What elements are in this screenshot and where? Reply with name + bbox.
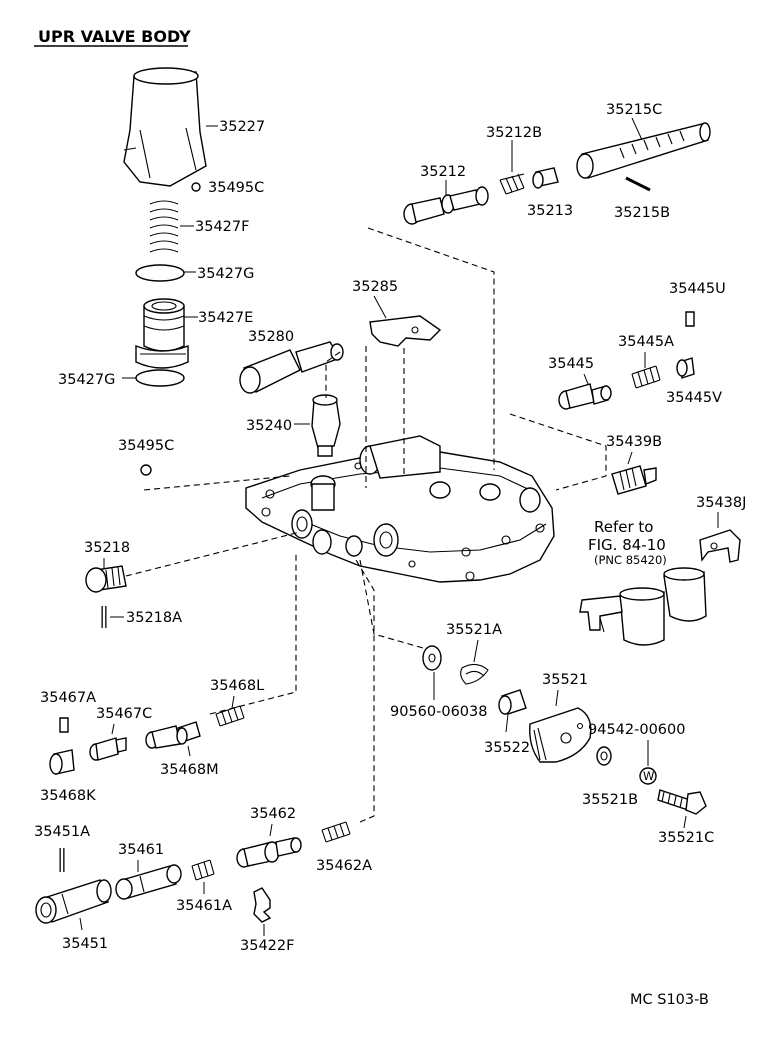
label-35280: 35280: [248, 329, 294, 345]
label-35212: 35212: [420, 164, 466, 180]
part-35215c-sleeve: [576, 122, 711, 179]
label-35227: 35227: [219, 119, 265, 135]
part-35227-cover: [123, 67, 207, 187]
part-35495c-ball-top: [191, 182, 201, 192]
part-35467a-pin: [59, 717, 69, 733]
label-94542-00600: 94542-00600: [588, 722, 686, 738]
label-35427f: 35427F: [195, 219, 249, 235]
part-35522-collar: [498, 689, 527, 715]
part-35521b-washer: [596, 746, 612, 766]
part-35521c-bolt: [657, 789, 707, 815]
label-35462a: 35462A: [316, 858, 372, 874]
washer-mark: W: [643, 769, 654, 783]
label-35439b: 35439B: [606, 434, 662, 450]
label-35215c: 35215C: [606, 102, 662, 118]
part-35468l-spring: [215, 705, 245, 727]
label-35422f: 35422F: [240, 938, 294, 954]
part-35521a-spring: [460, 663, 489, 685]
label-35427g-top: 35427G: [197, 266, 254, 282]
part-35462a-spring: [321, 821, 351, 843]
part-94542-washer: [639, 767, 657, 785]
part-35468k-sleeve: [49, 749, 75, 775]
refer-note-line1: Refer to: [594, 518, 653, 536]
label-35218: 35218: [84, 540, 130, 556]
label-35521c: 35521C: [658, 830, 714, 846]
part-35212b-spring: [499, 173, 525, 195]
part-35438j-clip: [699, 529, 741, 563]
part-solenoid-assembly-ref: [579, 567, 707, 646]
refer-note-line2: FIG. 84-10: [588, 536, 666, 554]
part-35215b-pin: [625, 176, 651, 192]
label-35461: 35461: [118, 842, 164, 858]
assembly-guide-lines: [125, 227, 607, 823]
part-35427g-oring-top: [135, 264, 185, 282]
label-35427e: 35427E: [198, 310, 253, 326]
label-35521: 35521: [542, 672, 588, 688]
label-35451: 35451: [62, 936, 108, 952]
label-90560-06038: 90560-06038: [390, 704, 488, 720]
part-35213-plug: [532, 167, 559, 189]
part-35240-solenoid: [311, 394, 341, 457]
label-35467c: 35467C: [96, 706, 152, 722]
label-35521b: 35521B: [582, 792, 638, 808]
part-35462-valve: [236, 837, 302, 868]
label-35451a: 35451A: [34, 824, 90, 840]
label-35427g-bot: 35427G: [58, 372, 115, 388]
figure-code: MC S103-B: [630, 992, 709, 1008]
part-90560-washer: [422, 645, 442, 671]
part-35427f-spring: [149, 200, 179, 253]
diagram-title: UPR VALVE BODY: [38, 27, 191, 46]
part-35445u-pin: [685, 311, 695, 327]
label-35461a: 35461A: [176, 898, 232, 914]
label-35445a: 35445A: [618, 334, 674, 350]
label-35445v: 35445V: [666, 390, 722, 406]
label-35462: 35462: [250, 806, 296, 822]
part-35285-bracket: [369, 315, 442, 347]
part-35461a-spring: [191, 859, 215, 881]
part-upper-valve-body: [245, 435, 555, 583]
label-35438j: 35438J: [696, 495, 746, 511]
label-35521a: 35521A: [446, 622, 502, 638]
label-35468k: 35468K: [40, 788, 96, 804]
part-35427e-sleeve: [135, 298, 189, 369]
part-35521-detent-plate: [529, 707, 592, 763]
part-35280-accumulator: [239, 341, 344, 394]
part-35445v-plug: [676, 357, 695, 379]
label-35495c-mid: 35495C: [118, 438, 174, 454]
part-35439b-plug: [611, 465, 657, 495]
part-35212-valve: [403, 186, 489, 225]
label-35522: 35522: [484, 740, 530, 756]
label-35213: 35213: [527, 203, 573, 219]
part-35445a-spring: [631, 365, 661, 389]
label-35495c-top: 35495C: [208, 180, 264, 196]
refer-note-line3: (PNC 85420): [594, 553, 667, 567]
label-35285: 35285: [352, 279, 398, 295]
part-35422f-retainer: [253, 887, 272, 923]
label-35215b: 35215B: [614, 205, 670, 221]
part-35451-sleeve: [35, 879, 112, 924]
label-35468m: 35468M: [160, 762, 219, 778]
part-35495c-ball-mid: [140, 464, 152, 476]
label-35212b: 35212B: [486, 125, 542, 141]
label-35218a: 35218A: [126, 610, 182, 626]
label-35467a: 35467A: [40, 690, 96, 706]
part-35468m-valve: [145, 721, 201, 749]
label-35445u: 35445U: [669, 281, 726, 297]
part-35461-valve: [115, 864, 182, 900]
label-35445: 35445: [548, 356, 594, 372]
label-35468l: 35468L: [210, 678, 264, 694]
label-35240: 35240: [246, 418, 292, 434]
part-35427g-oring-bot: [135, 369, 185, 387]
part-35218-plug: [85, 565, 127, 593]
part-35445-valve: [558, 383, 612, 410]
part-35467c-plug: [89, 737, 127, 761]
